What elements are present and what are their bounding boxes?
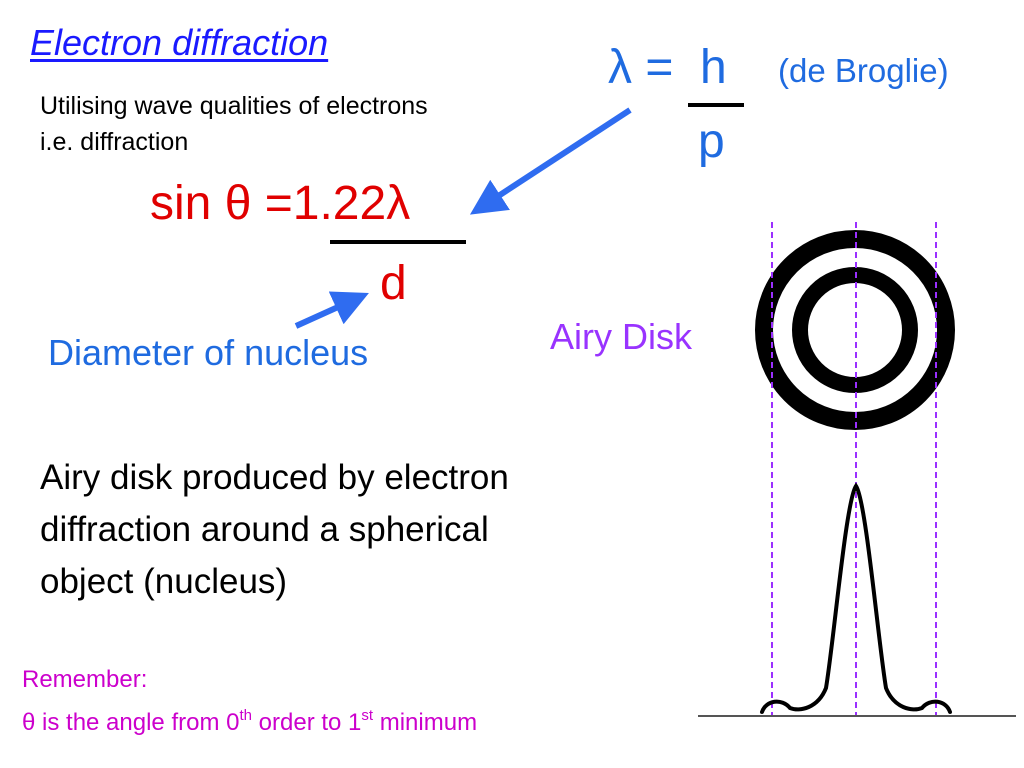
de-broglie-denominator: p <box>698 115 725 168</box>
remember-note: Remember: θ is the angle from 0th order … <box>22 662 477 741</box>
subtitle-line-2: i.e. diffraction <box>40 128 189 156</box>
remember-text-1: is the angle from 0 <box>35 709 240 736</box>
arrow-debroglie-to-lambda <box>469 107 632 215</box>
remember-theta-line: θ is the angle from 0th order to 1st min… <box>22 698 477 741</box>
remember-theta: θ <box>22 709 36 736</box>
sin-formula-lhs-and-numerator: sin θ =1.22λ <box>150 176 410 231</box>
subtitle: Utilising wave qualities of electrons i.… <box>40 88 428 160</box>
remember-sup-2: st <box>361 707 374 724</box>
description-line-2: diffraction around a spherical <box>40 510 489 549</box>
de-broglie-note: (de Broglie) <box>778 52 949 89</box>
sin-formula-lhs: sin θ = <box>150 177 293 230</box>
airy-outer-ring <box>755 230 955 430</box>
remember-heading: Remember: <box>22 666 148 693</box>
description-line-3: object (nucleus) <box>40 562 288 601</box>
airy-disk-label: Airy Disk <box>550 316 692 357</box>
subtitle-line-1: Utilising wave qualities of electrons <box>40 92 428 120</box>
de-broglie-fraction-bar <box>688 103 744 107</box>
sin-formula-denominator: d <box>380 257 407 310</box>
arrow-diameter-to-d <box>294 291 369 329</box>
airy-inner-ring <box>792 267 918 393</box>
remember-text-2: order to 1 <box>251 709 362 736</box>
description-line-1: Airy disk produced by electron <box>40 458 509 497</box>
sin-formula-fraction-bar <box>330 240 466 244</box>
de-broglie-lhs: λ = <box>608 41 674 94</box>
remember-text-3: minimum <box>373 709 478 736</box>
description: Airy disk produced by electron diffracti… <box>40 452 509 608</box>
diameter-label: Diameter of nucleus <box>48 332 369 373</box>
page-title: Electron diffraction <box>30 22 329 63</box>
remember-sup-1: th <box>239 707 252 724</box>
sin-formula-numerator: 1.22λ <box>292 177 411 230</box>
intensity-profile <box>760 482 952 714</box>
de-broglie-numerator: h <box>700 41 727 94</box>
